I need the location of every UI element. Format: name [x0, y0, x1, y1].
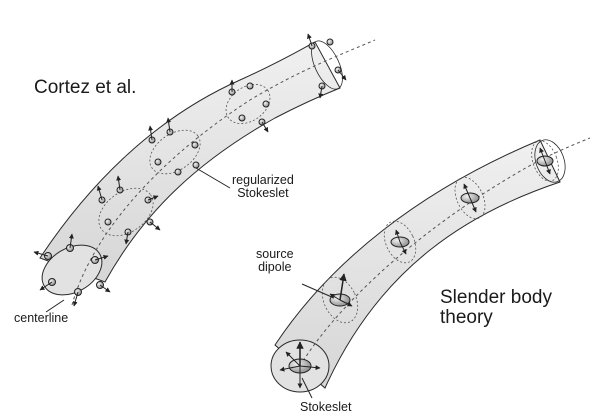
- stokeslet-label: Stokeslet: [300, 400, 352, 414]
- centerline-pointer: [45, 299, 65, 313]
- slender-tube-body: [274, 139, 561, 389]
- cortez-tube: [33, 33, 376, 307]
- slender-title-line1: Slender body: [440, 287, 552, 308]
- regularized-pointer: [195, 167, 231, 189]
- slender-body-tube: [270, 137, 591, 399]
- regularized-stokeslet-label: regularized Stokeslet: [232, 173, 294, 201]
- cortez-ring: [98, 187, 154, 237]
- cortez-far-cap: [311, 40, 343, 90]
- stokeslet-pointer: [301, 377, 313, 399]
- slender-ring: [321, 276, 359, 324]
- slender-title-line2: theory: [440, 306, 493, 328]
- cortez-ring: [225, 84, 271, 124]
- cortez-ring: [149, 129, 201, 175]
- cortez-title: Cortez et al.: [34, 77, 137, 98]
- slender-centerline: [299, 137, 591, 367]
- regularized-stokeslet-markers: [33, 33, 347, 307]
- stokeslet-dipole-glyphs: [279, 147, 554, 389]
- slender-body-title: Slender body theory: [440, 288, 552, 328]
- regularized-label-line1: regularized: [232, 173, 294, 187]
- centerline-label: centerline: [14, 311, 69, 325]
- source-dipole-label: source dipole: [256, 247, 294, 275]
- slender-ring: [454, 176, 486, 220]
- source-dipole-pointer: [301, 283, 335, 299]
- slender-ring: [531, 140, 559, 182]
- regularized-label-line2: Stokeslet: [237, 186, 289, 201]
- source-label-line2: dipole: [258, 260, 292, 275]
- cortez-centerline: [71, 39, 376, 306]
- source-label-line1: source: [256, 247, 294, 261]
- slender-ring: [383, 220, 417, 264]
- slender-far-cap: [534, 139, 566, 183]
